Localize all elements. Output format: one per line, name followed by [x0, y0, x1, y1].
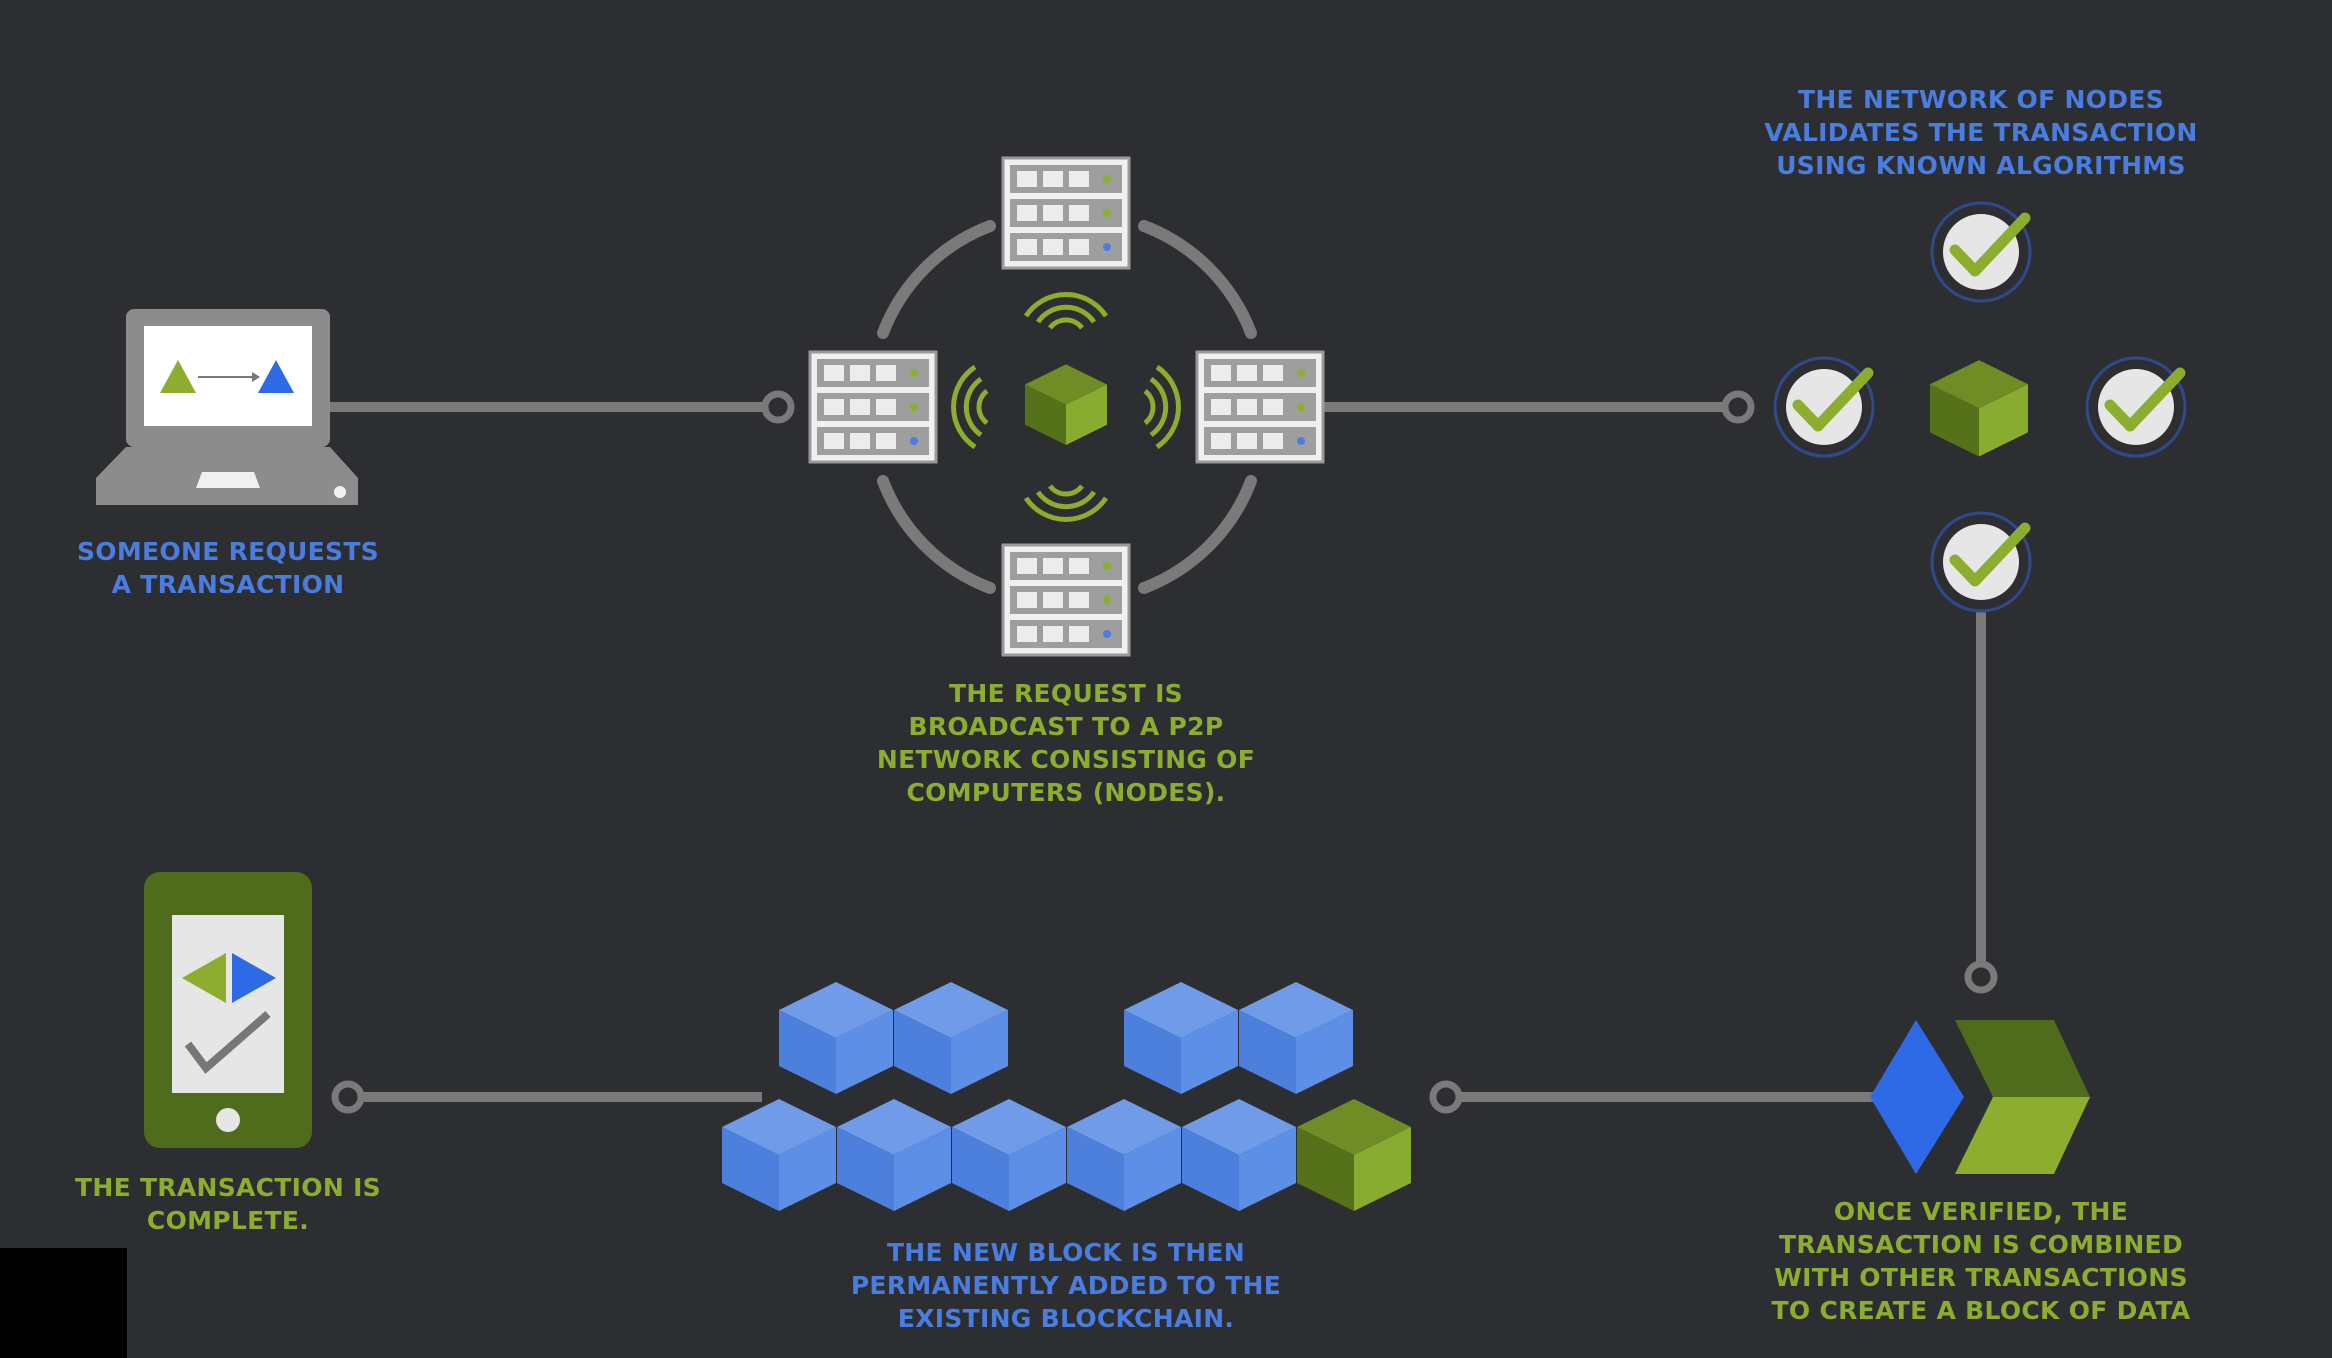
block-icon: [1239, 982, 1353, 1094]
blockchain-cubes: [722, 982, 1411, 1211]
connector-request-to-network: [330, 390, 795, 424]
block-icon: [1182, 1099, 1296, 1211]
network-ring: [877, 220, 1257, 594]
block-icon: [1024, 364, 1108, 445]
caption-request: SOMEONE REQUESTS A TRANSACTION: [77, 537, 379, 599]
block-icon: [1929, 360, 2029, 457]
checkmark-icon: [1932, 513, 2030, 611]
block-icon: [1297, 1099, 1411, 1211]
signal-icon: [1145, 367, 1178, 447]
phone-icon: [144, 872, 312, 1148]
caption-chain: THE NEW BLOCK IS THEN PERMANENTLY ADDED …: [850, 1238, 1282, 1333]
block-icon: [1067, 1099, 1181, 1211]
chevron-icon: [1955, 1020, 2090, 1174]
checkmark-icon: [1775, 358, 1873, 456]
server-icon: [808, 350, 938, 464]
caption-broadcast: THE REQUEST IS BROADCAST TO A P2P NETWOR…: [876, 679, 1256, 807]
block-icon: [779, 982, 893, 1094]
signal-icon: [1026, 295, 1106, 328]
block-icon: [952, 1099, 1066, 1211]
connector-chain-to-complete: [331, 1080, 762, 1114]
caption-validate: THE NETWORK OF NODES VALIDATES THE TRANS…: [1764, 85, 2198, 180]
corner-overlay: [0, 1248, 127, 1358]
connector-validate-to-combine: [1964, 612, 1998, 994]
connector-combine-to-chain: [1429, 1080, 1878, 1114]
connector-network-to-validate: [1318, 390, 1755, 424]
server-icon: [1001, 543, 1131, 657]
server-icon: [1001, 156, 1131, 270]
caption-combine: ONCE VERIFIED, THE TRANSACTION IS COMBIN…: [1771, 1197, 2191, 1325]
signal-icon: [1026, 486, 1106, 519]
laptop-icon: [96, 309, 358, 505]
caption-complete: THE TRANSACTION IS COMPLETE.: [75, 1173, 381, 1235]
signal-icon: [954, 367, 987, 447]
diamond-icon: [1870, 1020, 1964, 1174]
checkmark-icon: [2087, 358, 2185, 456]
block-icon: [837, 1099, 951, 1211]
checkmark-icon: [1932, 203, 2030, 301]
block-icon: [1124, 982, 1238, 1094]
block-icon: [722, 1099, 836, 1211]
block-icon: [894, 982, 1008, 1094]
server-icon: [1195, 350, 1325, 464]
